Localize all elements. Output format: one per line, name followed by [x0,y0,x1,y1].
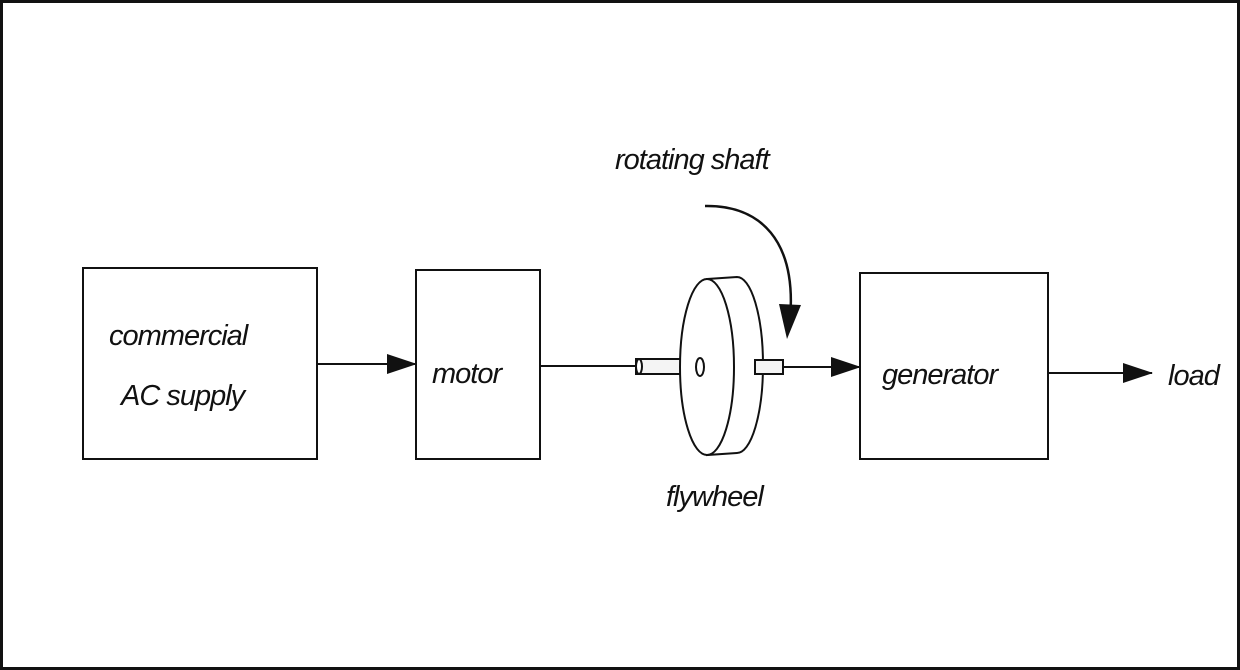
flywheel-label: flywheel [666,481,765,513]
ac-supply-label-line2: AC supply [119,380,247,412]
rotating-shaft-arrowhead [779,304,801,339]
shaft-stub-right [754,359,784,375]
shaft-stub-left [635,358,691,375]
flywheel [679,275,764,457]
generator-block [859,272,1049,460]
motor-label: motor [432,358,503,390]
rotating-shaft-label: rotating shaft [615,144,772,176]
load-label: load [1168,360,1221,392]
generator-label: generator [882,359,999,391]
rotating-shaft-curved-arrow [704,204,793,321]
ac-supply-label-line1: commercial [109,320,250,352]
motor-block [415,269,541,460]
ac-supply-block [82,267,318,460]
